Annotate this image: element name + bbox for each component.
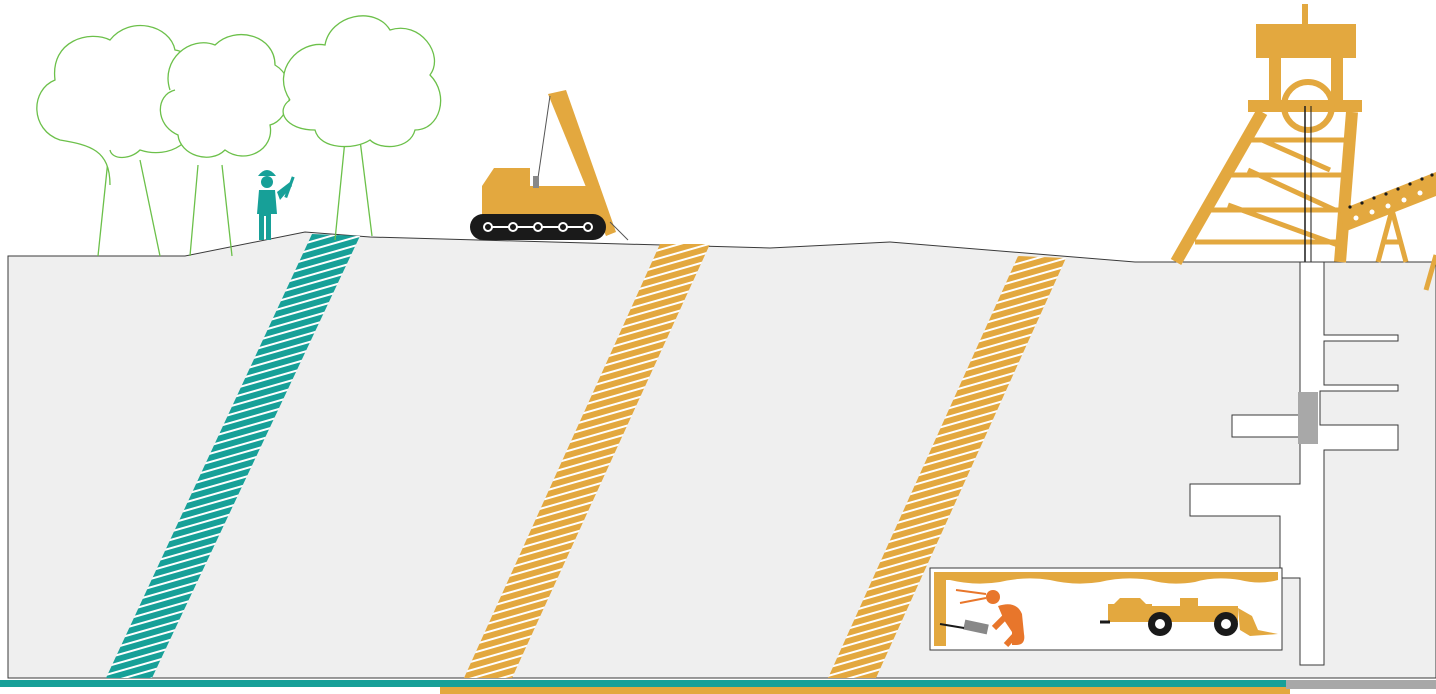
miner-icon [939,589,1025,648]
teal-stage-bar [0,680,1290,687]
ore-vein-middle [464,244,710,678]
drill-rig-icon [470,90,629,241]
geologist-icon [257,170,295,240]
conveyor-icon [1340,172,1436,291]
ground-cross-section [7,231,1436,679]
tree-icon [36,24,203,257]
tree-icon [159,34,291,257]
headframe-icon [1170,4,1362,392]
gold-stage-bar [440,687,1290,694]
skip-icon [1298,392,1318,444]
tunnel-ore-wall [934,572,1278,646]
loader-icon [1100,598,1278,636]
ore-vein-right [828,256,1066,678]
grey-stage-bar [1286,680,1436,689]
mine-shaft [1189,261,1399,666]
exploration-ore-vein [106,234,360,678]
tree-icon [282,15,442,241]
